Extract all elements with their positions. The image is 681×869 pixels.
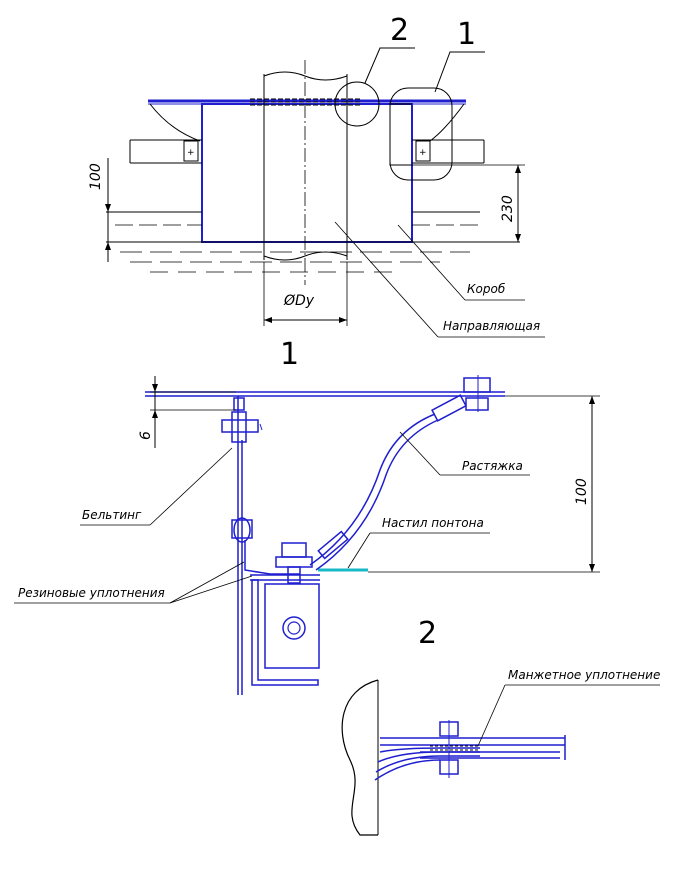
detail2-bolt <box>439 720 459 778</box>
belting <box>244 540 300 575</box>
label-korob: Короб <box>467 282 506 296</box>
label-rastyazhka: Растяжка <box>462 459 523 473</box>
dimension-230: 230 <box>412 164 525 242</box>
callout-outline-1 <box>389 87 453 181</box>
top-view: + + 2 1 <box>88 13 545 338</box>
guide-pipe <box>263 60 348 285</box>
svg-text:230: 230 <box>500 195 516 222</box>
guide-break-outline <box>341 679 379 836</box>
right-bolt <box>463 375 491 412</box>
dimension-100-detail: 100 <box>368 395 600 573</box>
dimension-diameter: ØDу <box>263 262 348 326</box>
svg-text:100: 100 <box>88 163 104 190</box>
left-beam: + <box>129 103 202 164</box>
dimension-100-top: 100 <box>88 158 111 262</box>
liquid-level <box>106 211 520 273</box>
callout-leader-2 <box>364 47 415 84</box>
label-rubber-seals: Резиновые уплотнения <box>18 586 165 600</box>
svg-text:6: 6 <box>138 431 154 440</box>
detail-1: 6 100 Растяжка Бельтинг <box>14 375 600 695</box>
svg-text:100: 100 <box>574 478 590 505</box>
leader-rastyazhka <box>399 431 530 476</box>
leader-nastil <box>347 532 490 569</box>
deck-hatch <box>250 98 360 106</box>
callout-number-2: 2 <box>390 13 409 48</box>
top-bolt <box>221 397 263 443</box>
tie-rod <box>309 394 467 571</box>
label-cuff-seal: Манжетное уплотнение <box>508 668 660 682</box>
detail-2: Манжетное уплотнение <box>341 668 660 836</box>
label-napravlyayushchaya: Направляющая <box>443 319 540 333</box>
label-nastil: Настил понтона <box>382 516 484 530</box>
right-beam: + <box>389 103 485 166</box>
cuff-seal <box>374 745 480 781</box>
middle-bolt <box>231 500 253 560</box>
box-korob <box>201 103 413 243</box>
callout-number-1: 1 <box>457 17 476 52</box>
lower-bolt <box>275 542 313 584</box>
svg-text:+: + <box>187 148 195 158</box>
bracket <box>250 574 320 686</box>
label-beltin: Бельтинг <box>82 508 142 522</box>
leader-korob <box>397 224 525 301</box>
svg-text:+: + <box>419 148 427 158</box>
section-label-2: 2 <box>418 616 437 651</box>
dimension-6: 6 <box>138 376 236 448</box>
leader-cuff-seal <box>477 684 660 747</box>
callout-circle-2 <box>334 81 380 127</box>
section-label-1: 1 <box>280 337 299 372</box>
leader-beltin <box>80 447 233 526</box>
callout-leader-1 <box>434 51 485 93</box>
leader-rubber-seals <box>14 561 253 604</box>
svg-text:ØDу: ØDу <box>283 293 315 309</box>
leader-napravlyayushchaya <box>334 221 545 338</box>
